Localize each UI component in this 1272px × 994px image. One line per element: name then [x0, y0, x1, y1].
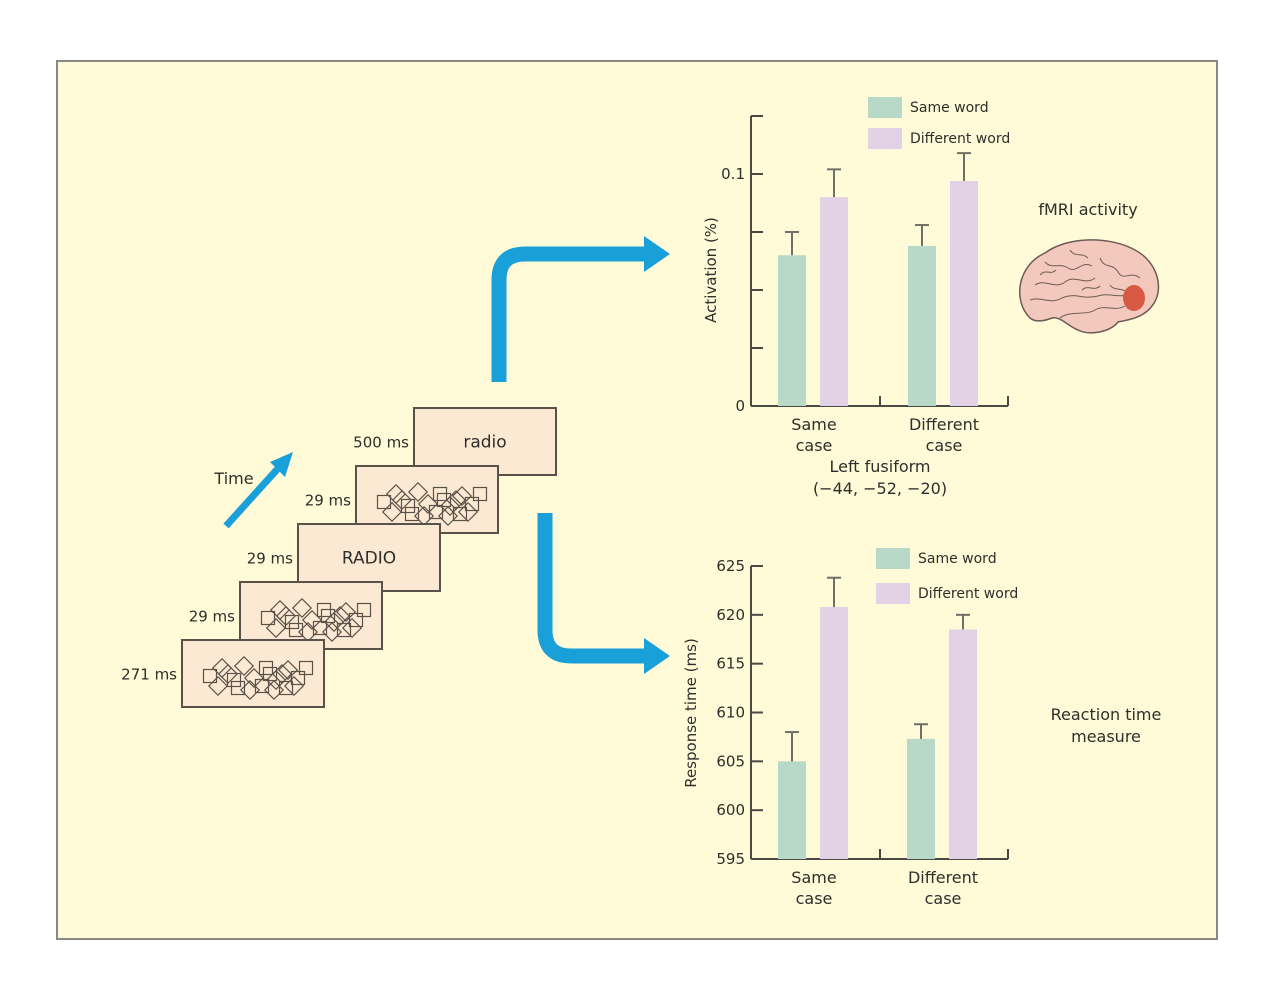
bar	[908, 245, 936, 406]
legend-label: Same word	[918, 551, 997, 567]
y-tick-label: 0	[735, 397, 745, 415]
duration-label: 29 ms	[247, 550, 293, 568]
y-tick-label: 605	[716, 752, 745, 770]
y-tick-label: 595	[716, 850, 745, 868]
legend-label: Same word	[910, 100, 989, 116]
category-label-line2: case	[796, 436, 833, 455]
reaction-time-label-line1: Reaction time	[1051, 705, 1162, 724]
duration-label: 29 ms	[189, 608, 235, 626]
category-label-line1: Same	[791, 868, 836, 887]
stimulus-word: radio	[463, 433, 506, 453]
stimulus-sequence: radio 500 ms 29 ms RADIO 29 ms 29 ms 271 ms	[121, 407, 557, 708]
legend-swatch	[876, 583, 910, 604]
category-label-line1: Different	[909, 415, 979, 434]
duration-label: 29 ms	[305, 492, 351, 510]
y-tick-label: 620	[716, 606, 745, 624]
arrow-to-rt-icon	[537, 513, 670, 674]
bar	[907, 738, 935, 859]
time-label: Time	[213, 469, 253, 488]
duration-label: 500 ms	[353, 434, 409, 452]
category-label-line2: case	[796, 889, 833, 908]
y-tick-label: 600	[716, 801, 745, 819]
legend-label: Different word	[918, 586, 1018, 602]
mask-pattern	[202, 655, 314, 701]
category-label-line2: case	[925, 889, 962, 908]
legend-swatch	[876, 548, 910, 569]
y-tick-label: 615	[716, 655, 745, 673]
mask-pattern	[260, 597, 372, 643]
brain-icon	[1018, 239, 1160, 334]
bar	[949, 629, 977, 859]
category-label-line2: case	[926, 436, 963, 455]
legend-swatch	[868, 97, 902, 118]
stimulus-frame: RADIO 29 ms	[247, 523, 441, 592]
legend-swatch	[868, 128, 902, 149]
stimulus-frame: 29 ms	[189, 581, 383, 650]
legend-label: Different word	[910, 131, 1010, 147]
stimulus-word: RADIO	[342, 549, 396, 569]
y-tick-label: 625	[716, 557, 745, 575]
activation-spot	[1123, 285, 1145, 311]
bar	[820, 197, 848, 406]
bar	[820, 607, 848, 859]
category-label-line1: Same	[791, 415, 836, 434]
x-axis-label-line2: (−44, −52, −20)	[813, 479, 947, 498]
time-arrow-icon	[223, 452, 293, 529]
bar	[778, 761, 806, 859]
reaction-time-label-line2: measure	[1071, 727, 1141, 746]
arrow-to-fmri-icon	[491, 236, 670, 382]
frame-box	[297, 523, 441, 592]
stimulus-frame: radio 500 ms	[353, 407, 557, 476]
x-axis-label-line1: Left fusiform	[829, 457, 930, 476]
bar	[950, 180, 978, 406]
mask-pattern	[376, 481, 488, 527]
y-tick-label: 610	[716, 704, 745, 722]
stimulus-frame: 271 ms	[121, 639, 325, 708]
y-axis-label: Response time (ms)	[682, 638, 700, 788]
bar	[778, 255, 806, 406]
stimulus-frame: 29 ms	[305, 465, 499, 534]
category-label-line1: Different	[908, 868, 978, 887]
duration-label: 271 ms	[121, 666, 177, 684]
y-tick-label: 0.1	[721, 165, 745, 183]
y-axis-label: Activation (%)	[702, 217, 720, 323]
fmri-activity-label: fMRI activity	[1038, 200, 1137, 219]
